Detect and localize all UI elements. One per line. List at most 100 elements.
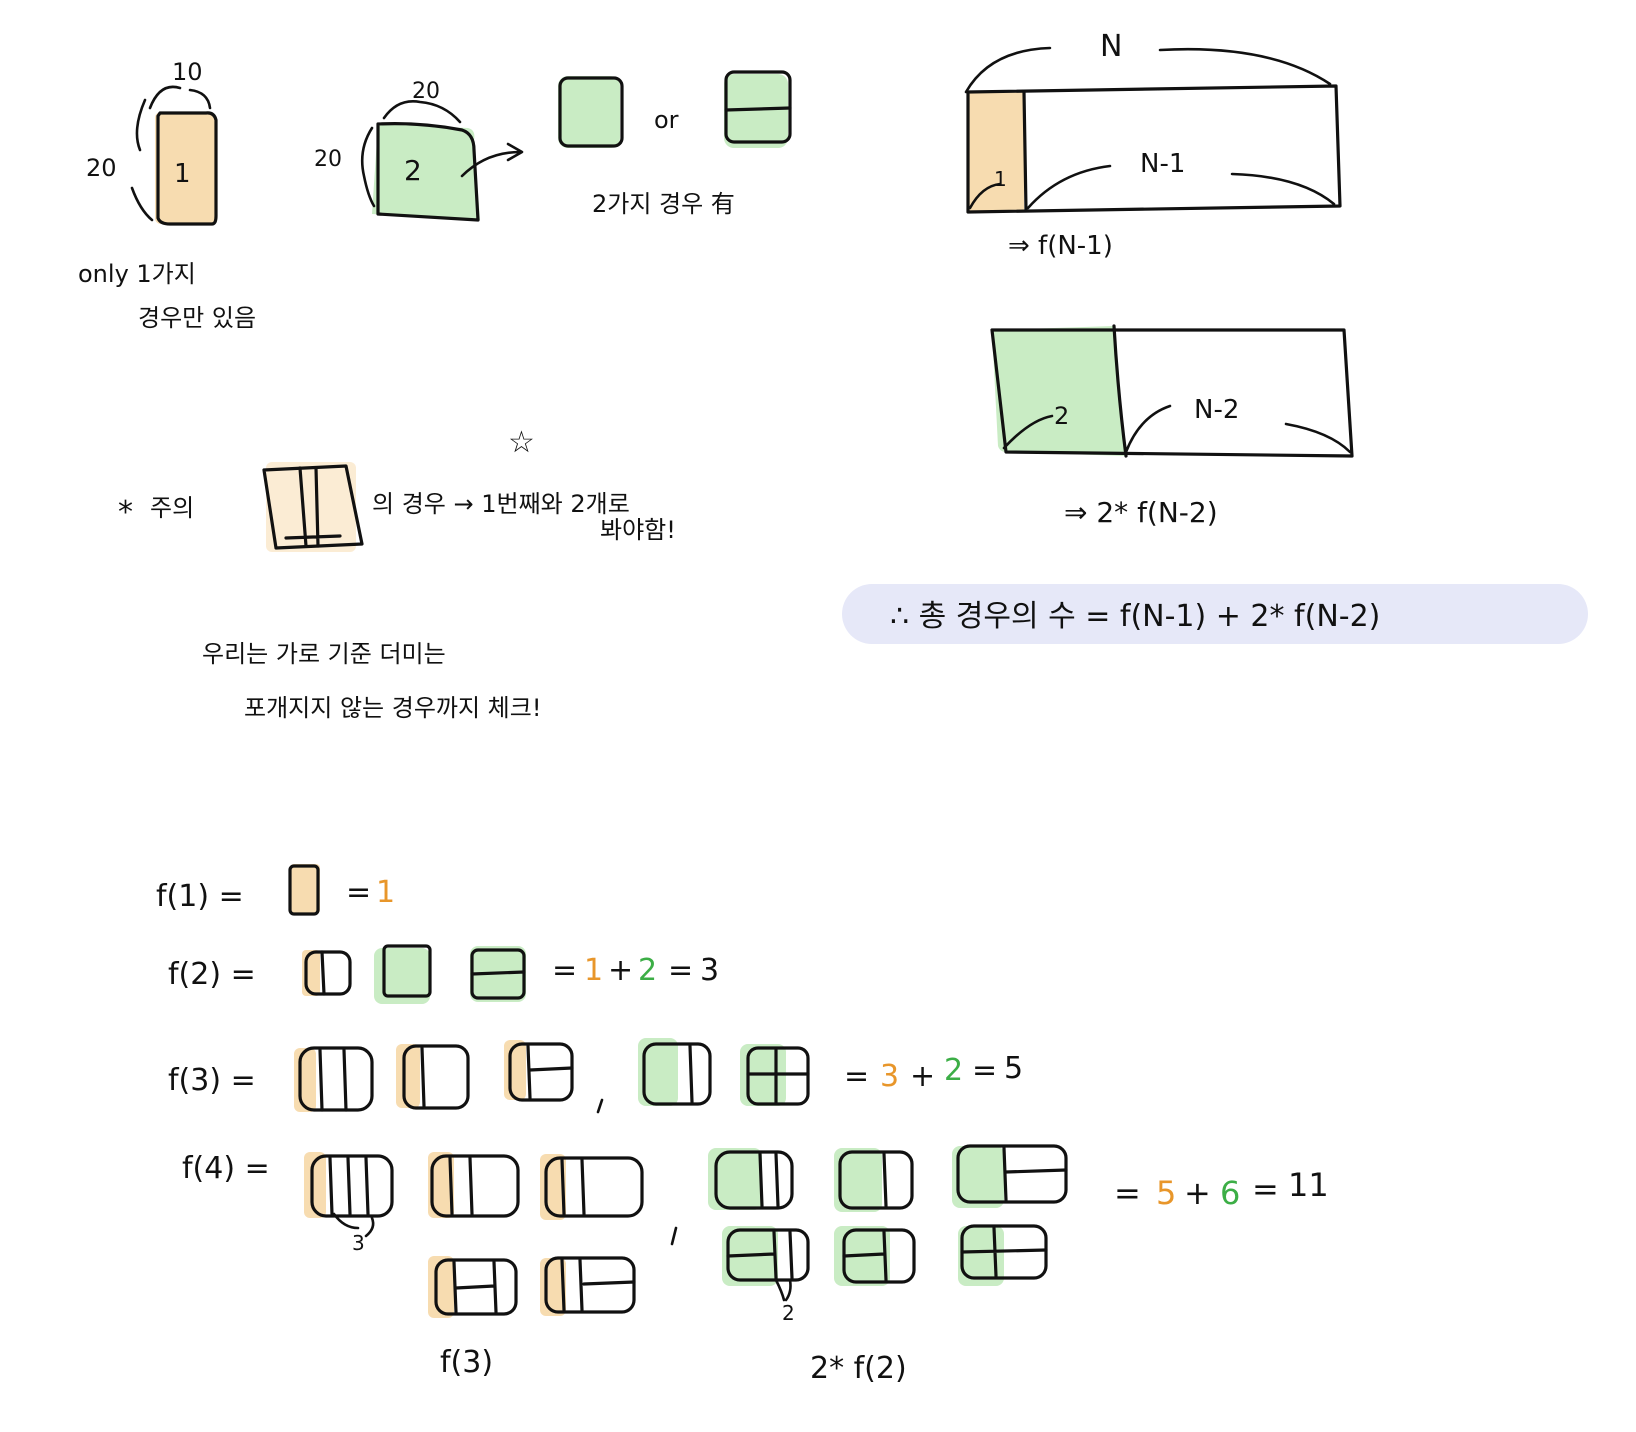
remark-line2: 포개지지 않는 경우까지 체크! bbox=[244, 694, 541, 722]
f3-total: 5 bbox=[1004, 1051, 1023, 1086]
case-n1-result: ⇒ f(N-1) bbox=[1008, 231, 1113, 261]
f2-plus: + bbox=[608, 953, 633, 988]
f4-note3: 3 bbox=[352, 1231, 365, 1255]
f3-t3 bbox=[508, 1042, 574, 1102]
f4-total: 11 bbox=[1288, 1166, 1329, 1204]
tile-2x2-label: 2 bbox=[404, 154, 422, 187]
f4-o3 bbox=[544, 1156, 644, 1218]
f4-b: 6 bbox=[1220, 1174, 1240, 1212]
f3-eq2: = bbox=[972, 1053, 997, 1088]
remark-line1: 우리는 가로 기준 더미는 bbox=[202, 640, 446, 668]
f3-t5-dividers bbox=[746, 1048, 810, 1104]
case-n2-group: 2 N-2 ⇒ 2* f(N-2) bbox=[990, 324, 1354, 529]
f4-g3-fill bbox=[952, 1146, 1004, 1208]
caution-group: * 주의 의 경우 → 1번째와 2개로 봐야함! ☆ bbox=[118, 425, 676, 552]
f2-tile2-fill bbox=[374, 948, 430, 1004]
f4-o4-fill bbox=[428, 1256, 454, 1318]
remark-group: 우리는 가로 기준 더미는 포개지지 않는 경우까지 체크! bbox=[202, 640, 541, 722]
f4-note2: 2 bbox=[782, 1301, 795, 1325]
f4-g1 bbox=[714, 1150, 794, 1210]
f1-value: 1 bbox=[376, 875, 395, 910]
caution-tile-outline bbox=[262, 464, 364, 550]
tile-2x2-side-dim: 20 bbox=[314, 147, 342, 172]
formula-highlight bbox=[842, 584, 1588, 644]
f2-tile3-divider bbox=[470, 970, 526, 976]
case-n1-group: N N-1 1 ⇒ f(N-1) bbox=[964, 29, 1342, 261]
tile-2x2-top-arc bbox=[382, 100, 462, 124]
f2-tile2 bbox=[382, 944, 432, 998]
f4-g2 bbox=[838, 1150, 914, 1210]
caution-mark: ☆ bbox=[508, 425, 535, 460]
tile-1x2-group: 10 20 1 only 1가지 경우만 있음 bbox=[78, 58, 256, 332]
caution-star: * bbox=[118, 495, 133, 530]
case-n1-tile-fill bbox=[968, 92, 1024, 212]
f3-label: f(3) = bbox=[168, 1063, 256, 1098]
example-f3: f(3) = = 3 + 2 = 5 bbox=[168, 1038, 1023, 1114]
case-n1-tile-arc bbox=[968, 182, 1002, 210]
case-n1-top-arc bbox=[964, 46, 1332, 94]
f4-o2 bbox=[430, 1154, 520, 1218]
f3-b: 2 bbox=[944, 1053, 963, 1088]
case-n2-inner-arc bbox=[1124, 404, 1352, 454]
tile-1x2-top-arc bbox=[148, 85, 212, 110]
f2-total: 3 bbox=[700, 953, 719, 988]
f4-o1 bbox=[310, 1154, 394, 1218]
f3-t2-fill bbox=[396, 1044, 420, 1108]
f2-tile1 bbox=[304, 950, 352, 996]
f4-o2-dividers bbox=[448, 1156, 474, 1216]
caution-prefix: 주의 bbox=[150, 494, 194, 522]
example-f1: f(1) = = 1 bbox=[156, 864, 395, 916]
footer-left-label: f(3) bbox=[440, 1345, 493, 1380]
f4-g5-dividers bbox=[842, 1230, 888, 1282]
f3-t1-dividers bbox=[318, 1048, 348, 1112]
f1-tile bbox=[288, 864, 320, 916]
f1-tile-fill bbox=[290, 864, 320, 914]
case-n2-tile-arc bbox=[1002, 414, 1054, 450]
f3-t2-divider bbox=[420, 1046, 426, 1108]
f4-comma bbox=[670, 1226, 678, 1246]
f2-a: 1 bbox=[584, 953, 603, 988]
caution-tile-fill bbox=[266, 462, 356, 552]
tile-1x2-side-dim: 20 bbox=[86, 154, 117, 182]
f1-eq: = bbox=[346, 875, 371, 910]
caution-end: 봐야함! bbox=[600, 516, 676, 544]
f4-o5 bbox=[544, 1256, 636, 1314]
f4-eq2: = bbox=[1252, 1170, 1279, 1208]
tile-1x2-top-dim: 10 bbox=[172, 58, 203, 86]
option-horizontal-divider bbox=[724, 106, 792, 112]
f3-t3-dividers bbox=[526, 1044, 574, 1100]
option-2x2 bbox=[558, 76, 624, 148]
case-n1-board bbox=[966, 84, 1342, 214]
f3-t5 bbox=[746, 1046, 810, 1106]
footer-right-label: 2* f(2) bbox=[810, 1351, 907, 1386]
f4-g6-fill bbox=[958, 1226, 1004, 1286]
case-n1-divider bbox=[1022, 90, 1028, 212]
f4-o1-dividers bbox=[328, 1156, 370, 1216]
case-n2-tile-label: 2 bbox=[1054, 402, 1069, 430]
f4-o4-dividers bbox=[452, 1260, 498, 1314]
option-2x2-fill bbox=[558, 76, 620, 148]
f4-o4 bbox=[434, 1258, 518, 1316]
case-n2-result: ⇒ 2* f(N-2) bbox=[1064, 496, 1218, 529]
arrow-right-icon bbox=[460, 142, 524, 178]
f4-g3-dividers bbox=[1002, 1146, 1068, 1202]
f4-g1-fill bbox=[708, 1148, 762, 1210]
f4-g2-divider bbox=[882, 1152, 888, 1208]
f4-eq: = bbox=[1114, 1174, 1141, 1212]
tile-2x2-top-dim: 20 bbox=[412, 79, 440, 104]
f2-tile1-divider bbox=[320, 950, 326, 996]
case-n1-tile-label: 1 bbox=[994, 167, 1007, 191]
f4-g4-dividers bbox=[726, 1230, 794, 1280]
f4-a: 5 bbox=[1156, 1174, 1176, 1212]
f3-t1-fill bbox=[294, 1048, 316, 1112]
caution-tile-lines bbox=[284, 466, 342, 548]
case-n2-board bbox=[990, 328, 1354, 458]
tile-2x2-side-arc bbox=[360, 126, 376, 208]
f3-comma bbox=[596, 1098, 604, 1114]
f2-label: f(2) = bbox=[168, 957, 256, 992]
f2-eq: = bbox=[552, 953, 577, 988]
f3-t4-fill bbox=[638, 1038, 678, 1106]
f4-o2-fill bbox=[428, 1152, 454, 1218]
f4-o1-fill bbox=[304, 1152, 326, 1218]
